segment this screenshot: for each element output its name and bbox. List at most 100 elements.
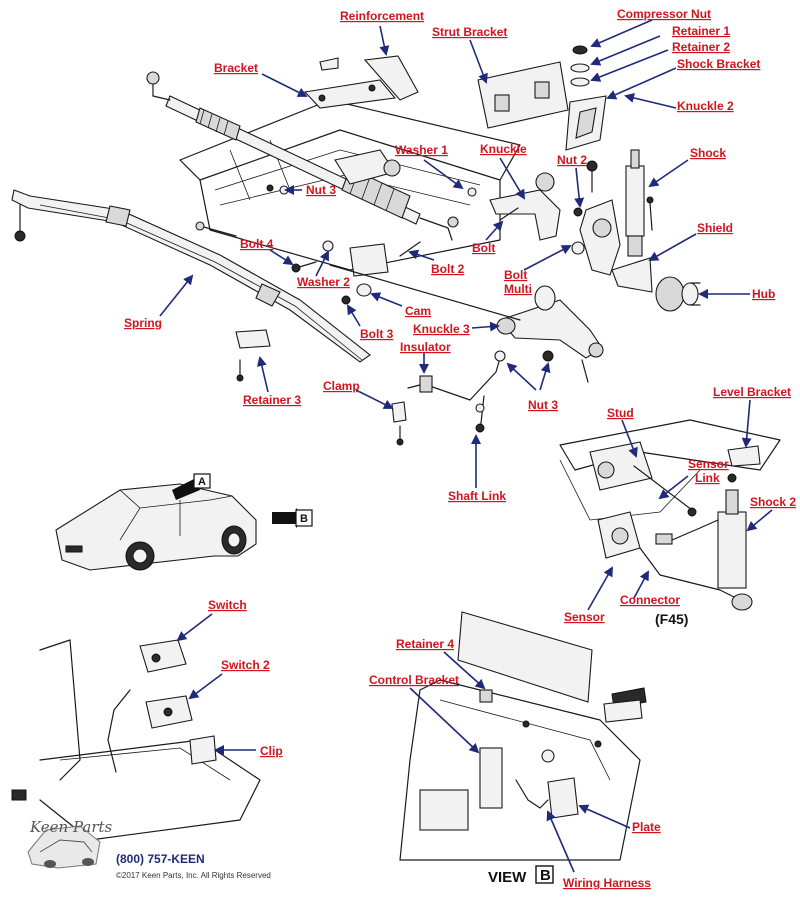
- view-b-letter: B: [300, 513, 308, 525]
- leader-level-bracket: [741, 399, 752, 448]
- label-knuckle[interactable]: Knuckle: [480, 142, 527, 156]
- label-sensor-link-line1[interactable]: Sensor: [688, 457, 729, 471]
- leader-washer-1: [423, 159, 464, 190]
- leader-nut-3-lower-a: [506, 362, 537, 391]
- leader-bolt-multi: [523, 245, 572, 271]
- leader-nut-3-lower-b: [539, 362, 551, 391]
- label-insulator[interactable]: Insulator: [400, 340, 451, 354]
- leader-knuckle: [499, 157, 526, 200]
- leader-knuckle-3: [471, 321, 500, 332]
- label-knuckle-3[interactable]: Knuckle 3: [413, 322, 470, 336]
- label-shock-bracket[interactable]: Shock Bracket: [677, 57, 760, 71]
- view-b-caption-letter: B: [540, 867, 551, 884]
- view-b-marker[interactable]: B: [272, 508, 313, 528]
- label-retainer-1[interactable]: Retainer 1: [672, 24, 730, 38]
- label-washer-1[interactable]: Washer 1: [395, 143, 448, 157]
- label-shock[interactable]: Shock: [690, 146, 726, 160]
- leader-knuckle-2: [624, 93, 677, 109]
- label-bolt-multi-line1[interactable]: Bolt: [504, 268, 527, 282]
- leader-strut-bracket: [469, 39, 488, 84]
- label-bracket[interactable]: Bracket: [214, 61, 258, 75]
- switch-illustration: [11, 639, 261, 841]
- label-switch-2[interactable]: Switch 2: [221, 658, 270, 672]
- view-a-letter: A: [198, 476, 206, 488]
- leader-spring: [159, 274, 194, 317]
- leader-plate: [578, 804, 631, 829]
- label-plate[interactable]: Plate: [632, 820, 661, 834]
- leader-shock: [648, 159, 689, 188]
- label-bolt-3[interactable]: Bolt 3: [360, 327, 394, 341]
- leader-nut-2: [574, 167, 585, 208]
- brand-block: Keen Parts (800) 757-KEEN ©2017 Keen Par…: [27, 818, 271, 880]
- label-switch[interactable]: Switch: [208, 598, 247, 612]
- option-code-label: (F45): [655, 611, 688, 627]
- leader-retainer-1: [590, 35, 661, 66]
- label-bolt-2[interactable]: Bolt 2: [431, 262, 465, 276]
- brand-logo: Keen Parts: [29, 818, 113, 836]
- leader-compressor-nut: [590, 19, 653, 48]
- label-sensor[interactable]: Sensor: [564, 610, 605, 624]
- view-a-marker[interactable]: A: [172, 473, 211, 500]
- leader-washer-2: [315, 250, 329, 277]
- label-bolt-multi-line2[interactable]: Multi: [504, 282, 532, 296]
- leader-retainer-3: [256, 356, 269, 393]
- leader-reinforcement: [379, 25, 390, 56]
- leader-bracket: [261, 73, 308, 97]
- label-clip[interactable]: Clip: [260, 744, 283, 758]
- label-reinforcement[interactable]: Reinforcement: [340, 9, 424, 23]
- label-spring[interactable]: Spring: [124, 316, 162, 330]
- leader-cam: [370, 292, 403, 307]
- label-level-bracket[interactable]: Level Bracket: [713, 385, 791, 399]
- label-compressor-nut[interactable]: Compressor Nut: [617, 7, 711, 21]
- leader-switch: [176, 613, 213, 642]
- brand-copyright: ©2017 Keen Parts, Inc. All Rights Reserv…: [116, 871, 271, 880]
- leader-bolt-2: [408, 249, 435, 261]
- leader-bolt: [485, 220, 504, 241]
- label-retainer-3[interactable]: Retainer 3: [243, 393, 301, 407]
- leader-switch-2: [188, 673, 223, 700]
- label-shaft-link[interactable]: Shaft Link: [448, 489, 506, 503]
- label-washer-2[interactable]: Washer 2: [297, 275, 350, 289]
- view-b-caption: VIEW: [488, 869, 527, 886]
- label-retainer-4[interactable]: Retainer 4: [396, 637, 454, 651]
- label-clamp[interactable]: Clamp: [323, 379, 360, 393]
- label-nut-2[interactable]: Nut 2: [557, 153, 587, 167]
- label-connector[interactable]: Connector: [620, 593, 680, 607]
- label-retainer-2[interactable]: Retainer 2: [672, 40, 730, 54]
- label-sensor-link-line2[interactable]: Link: [695, 471, 720, 485]
- label-bolt-4[interactable]: Bolt 4: [240, 237, 274, 251]
- leader-shock-2: [746, 509, 773, 532]
- view-b-illustration: [399, 611, 647, 861]
- label-hub[interactable]: Hub: [752, 287, 775, 301]
- leader-shield: [648, 233, 697, 261]
- leader-shock-bracket: [606, 67, 677, 100]
- label-strut-bracket[interactable]: Strut Bracket: [432, 25, 507, 39]
- label-nut-3-lower[interactable]: Nut 3: [528, 398, 558, 412]
- label-shock-2[interactable]: Shock 2: [750, 495, 796, 509]
- leader-sensor-link: [658, 475, 689, 500]
- leader-connector: [633, 570, 649, 599]
- main-assembly-illustration: [11, 45, 701, 446]
- label-control-bracket[interactable]: Control Bracket: [369, 673, 459, 687]
- part-labels: Reinforcement Compressor Nut Retainer 1 …: [124, 7, 796, 890]
- label-nut-3-upper[interactable]: Nut 3: [306, 183, 336, 197]
- view-b-caption-box: [535, 865, 554, 884]
- label-wiring-harness[interactable]: Wiring Harness: [563, 876, 651, 890]
- leader-lines: [159, 19, 773, 873]
- level-sensor-illustration: [559, 419, 781, 611]
- label-cam[interactable]: Cam: [405, 304, 431, 318]
- leader-retainer-2: [590, 49, 669, 82]
- leader-bolt-3: [346, 304, 361, 327]
- leader-retainer-4: [443, 651, 486, 690]
- leader-bolt-4: [269, 249, 294, 266]
- label-knuckle-2[interactable]: Knuckle 2: [677, 99, 734, 113]
- leader-sensor: [587, 566, 613, 611]
- label-stud[interactable]: Stud: [607, 406, 634, 420]
- car-illustration: [55, 483, 257, 571]
- leader-control-bracket: [409, 687, 480, 754]
- label-bolt[interactable]: Bolt: [472, 241, 495, 255]
- brand-phone: (800) 757-KEEN: [116, 852, 205, 866]
- label-shield[interactable]: Shield: [697, 221, 733, 235]
- leader-stud: [621, 419, 638, 458]
